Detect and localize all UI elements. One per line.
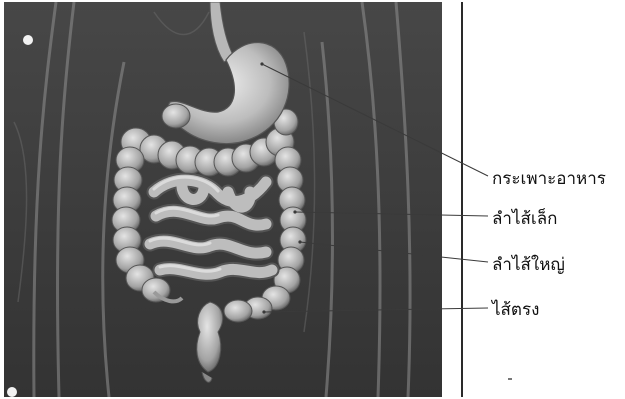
small-intestine-label: ลำไส้เล็ก [492,205,557,232]
stomach-label: กระเพาะอาหาร [492,165,606,192]
rectum-label: ไส้ตรง [492,296,539,323]
small-intestine-leader-line [295,212,488,216]
large-intestine-leader-line [300,242,488,262]
large-intestine-label: ลำไส้ใหญ่ [492,251,565,278]
stomach-leader-line [262,64,488,176]
scan-speck [508,378,512,380]
rectum-leader-line [264,308,488,312]
